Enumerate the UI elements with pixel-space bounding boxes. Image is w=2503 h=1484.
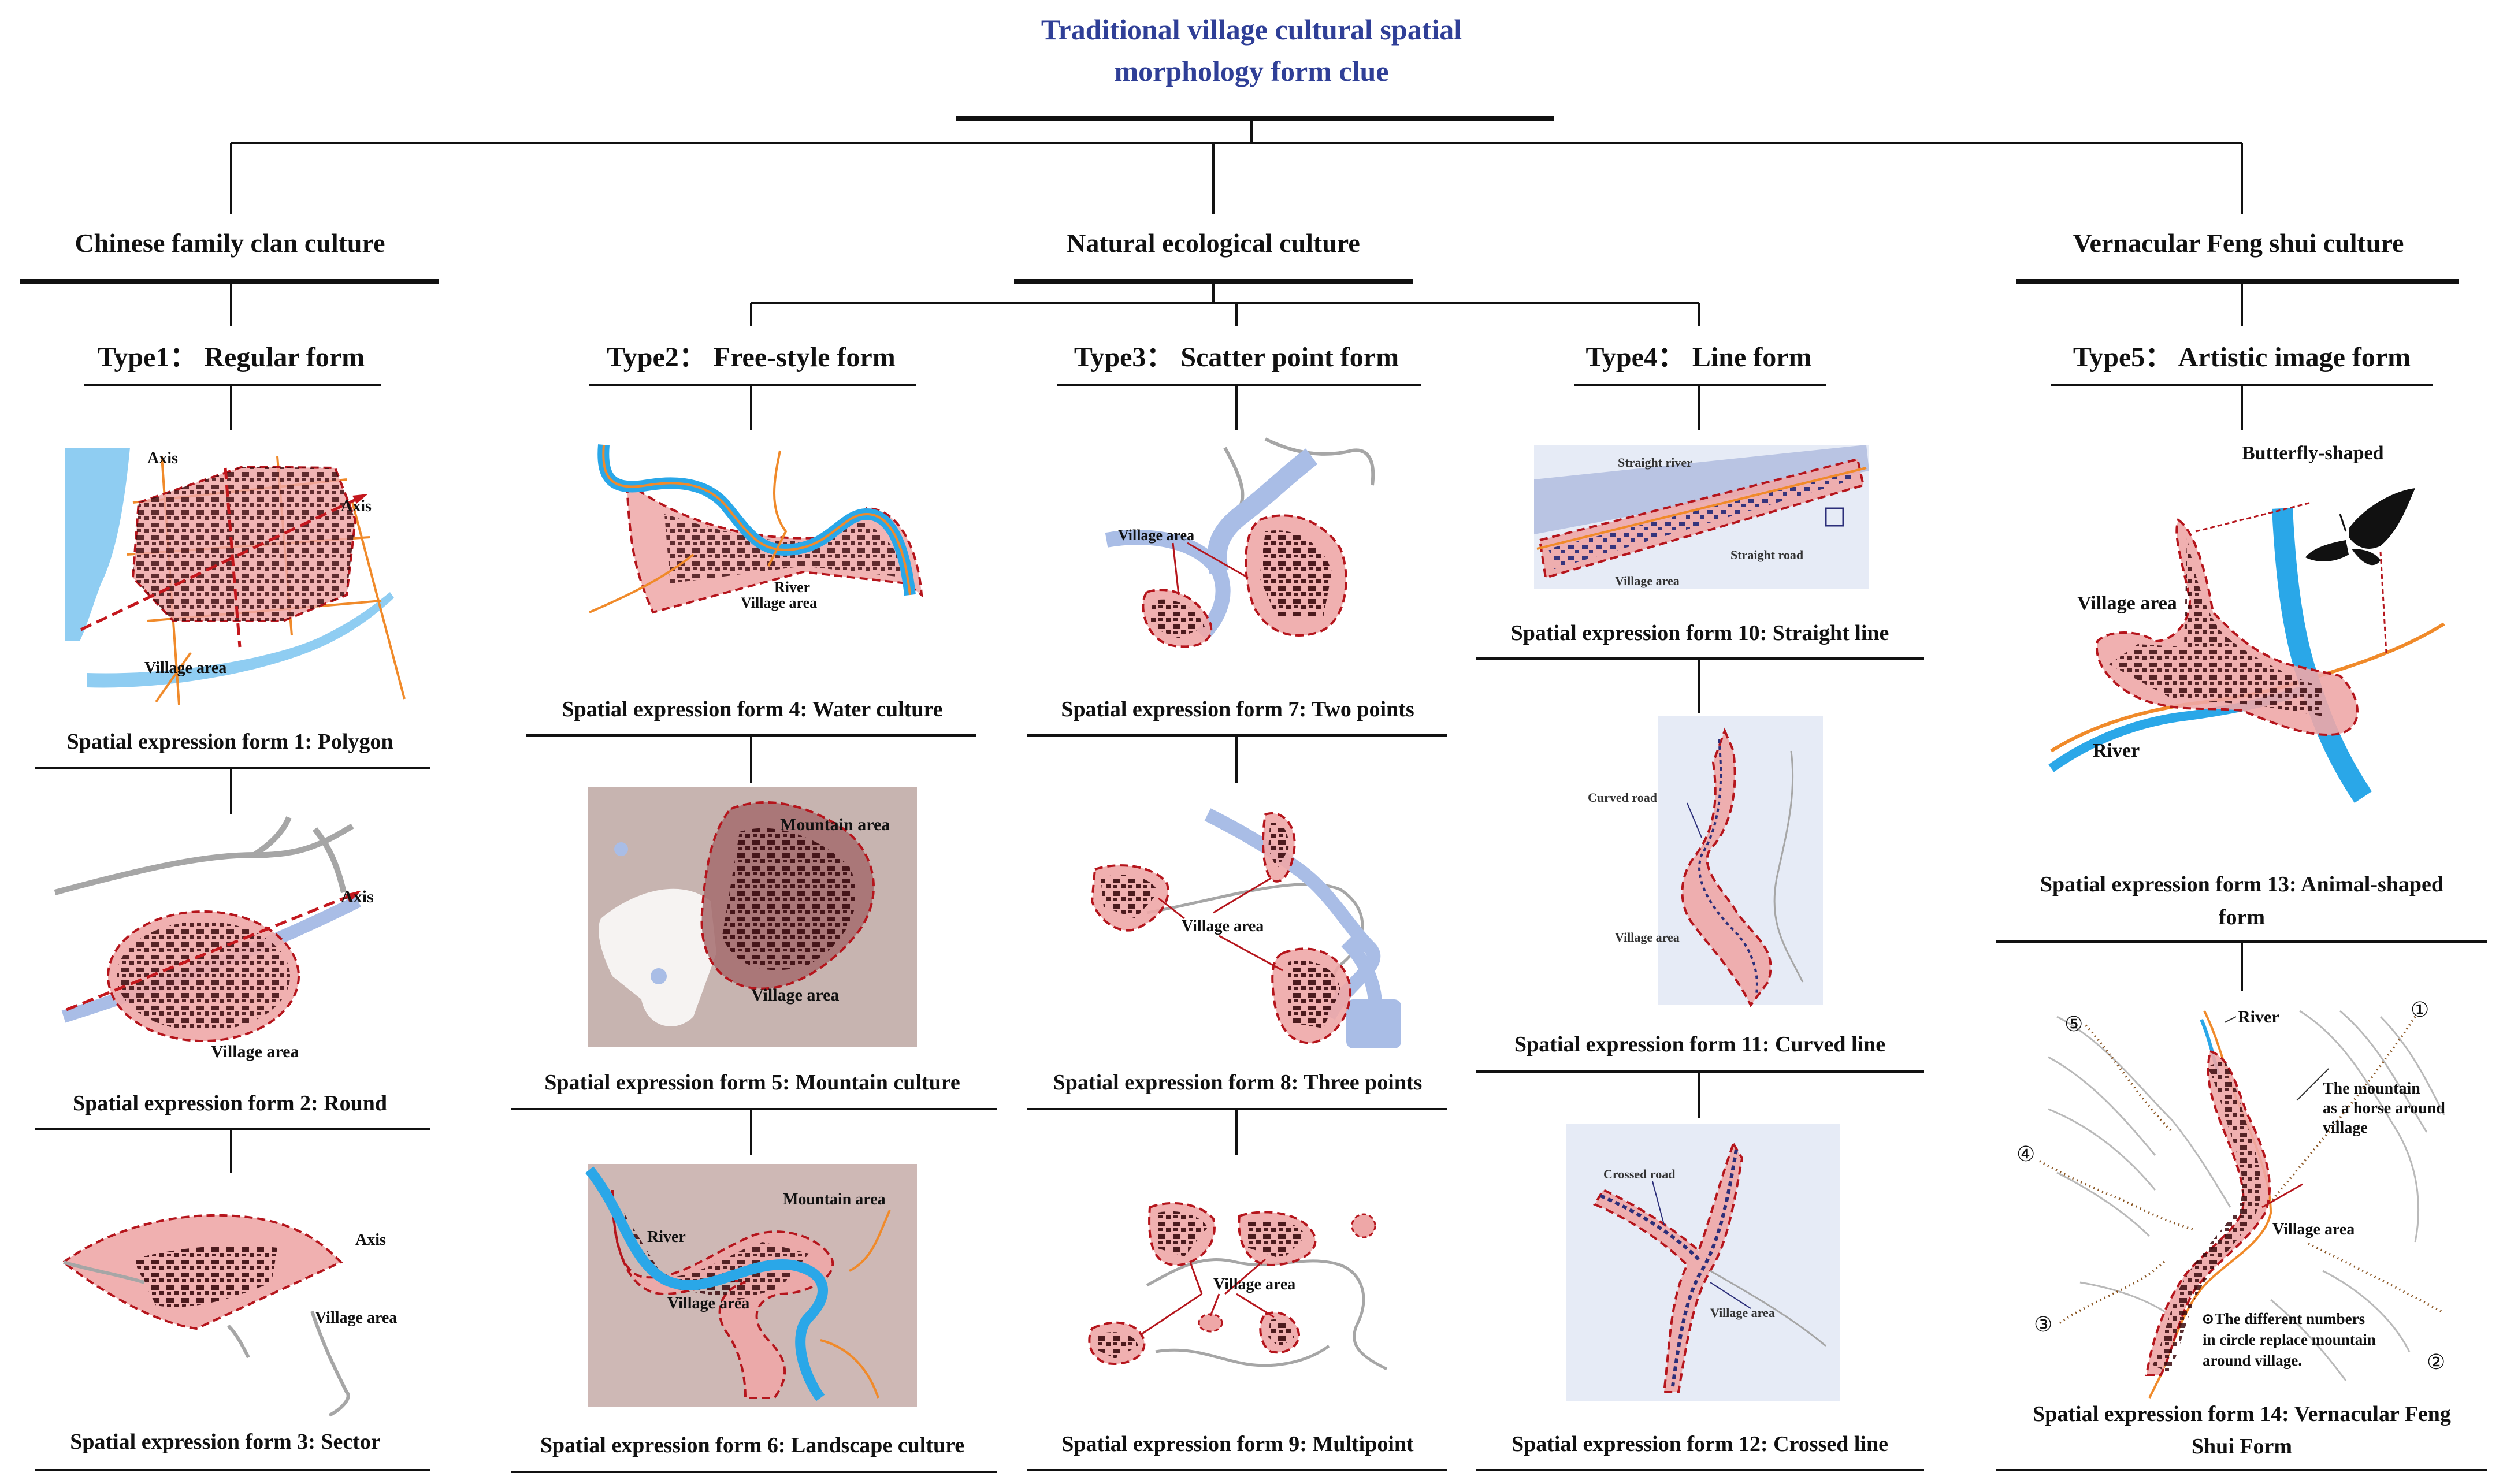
form-2-round-map: Axis Village area bbox=[54, 816, 374, 1061]
caption-form-6: Spatial expression form 6: Landscape cul… bbox=[540, 1433, 964, 1457]
form-13-label-river: River bbox=[2093, 740, 2140, 761]
form-10-label-straight-river: Straight river bbox=[1618, 455, 1692, 470]
caption-form-8: Spatial expression form 8: Three points bbox=[1053, 1070, 1423, 1095]
form-14-note-2: in circle replace mountain bbox=[2203, 1331, 2376, 1348]
form-12-crossed-line-map: Crossed road Village area bbox=[1566, 1124, 1840, 1401]
form-6-landscape-culture-map: Mountain area River Village area bbox=[585, 1164, 917, 1407]
caption-form-7: Spatial expression form 7: Two points bbox=[1061, 697, 1414, 721]
form-4-water-culture-map: River Village area bbox=[589, 444, 923, 614]
form-14-number-4: ④ bbox=[2016, 1143, 2035, 1166]
caption-form-12: Spatial expression form 12: Crossed line bbox=[1512, 1432, 1888, 1456]
form-14-note-3: around village. bbox=[2203, 1352, 2302, 1369]
diagram-title: Traditional village cultural spatial mor… bbox=[1041, 13, 1462, 87]
type-label-2: Type2： Free-style form bbox=[607, 342, 895, 373]
form-13-label-butterfly: Butterfly-shaped bbox=[2242, 442, 2384, 464]
form-7-two-points-map: Village area bbox=[1105, 437, 1375, 648]
caption-form-14-line-1: Spatial expression form 14: Vernacular F… bbox=[2033, 1402, 2451, 1426]
caption-form-5: Spatial expression form 5: Mountain cult… bbox=[544, 1070, 960, 1095]
form-10-label-straight-road: Straight road bbox=[1730, 548, 1803, 562]
form-4-label-village: Village area bbox=[741, 594, 817, 611]
form-2-label-village: Village area bbox=[211, 1042, 299, 1061]
title-line-2: morphology form clue bbox=[1115, 55, 1389, 87]
title-line-1: Traditional village cultural spatial bbox=[1041, 13, 1462, 46]
caption-form-2: Spatial expression form 2: Round bbox=[73, 1091, 387, 1115]
caption-form-14-line-2: Shui Form bbox=[2192, 1434, 2292, 1459]
caption-form-13-line-1: Spatial expression form 13: Animal-shape… bbox=[2040, 872, 2443, 897]
form-3-label-village: Village area bbox=[315, 1309, 397, 1327]
form-5-label-mountain: Mountain area bbox=[780, 815, 890, 834]
form-5-mountain-culture-map: Mountain area Village area bbox=[588, 787, 917, 1047]
form-14-number-1: ① bbox=[2411, 998, 2429, 1021]
culture-label-ecological: Natural ecological culture bbox=[1067, 228, 1360, 258]
form-11-label-village: Village area bbox=[1615, 930, 1680, 944]
form-14-label-mountain-1: The mountain bbox=[2323, 1080, 2420, 1098]
caption-form-13-line-2: form bbox=[2219, 905, 2265, 929]
culture-label-fengshui: Vernacular Feng shui culture bbox=[2073, 228, 2404, 258]
form-12-label-village: Village area bbox=[1710, 1306, 1775, 1320]
form-8-label-village: Village area bbox=[1182, 917, 1264, 935]
form-11-label-curved-road: Curved road bbox=[1588, 790, 1657, 805]
type-label-4: Type4： Line form bbox=[1585, 342, 1811, 373]
form-14-number-5: ⑤ bbox=[2064, 1013, 2083, 1036]
form-2-label-axis: Axis bbox=[341, 887, 374, 906]
butterfly-icon bbox=[2305, 488, 2415, 566]
caption-form-9: Spatial expression form 9: Multipoint bbox=[1061, 1432, 1414, 1456]
form-4-label-river: River bbox=[774, 579, 810, 596]
form-12-label-crossed-road: Crossed road bbox=[1603, 1167, 1675, 1181]
form-13-label-village: Village area bbox=[2077, 593, 2177, 614]
form-9-label-village: Village area bbox=[1213, 1275, 1295, 1293]
type-label-1: Type1： Regular form bbox=[98, 342, 365, 373]
caption-form-10: Spatial expression form 10: Straight lin… bbox=[1511, 621, 1889, 645]
form-14-label-village: Village area bbox=[2272, 1221, 2355, 1238]
tree-connectors bbox=[20, 116, 2487, 1473]
form-6-label-mountain: Mountain area bbox=[783, 1191, 886, 1208]
form-3-sector-map: Axis Village area bbox=[61, 1214, 397, 1417]
form-14-number-2: ② bbox=[2427, 1351, 2445, 1374]
form-14-label-mountain-3: village bbox=[2323, 1119, 2368, 1137]
caption-form-4: Spatial expression form 4: Water culture bbox=[562, 697, 943, 721]
form-14-feng-shui-map: River The mountain as a horse around vil… bbox=[2016, 998, 2445, 1399]
caption-form-3: Spatial expression form 3: Sector bbox=[70, 1430, 381, 1454]
form-11-curved-line-map: Curved road Village area bbox=[1588, 716, 1823, 1007]
form-13-animal-shaped-map: Butterfly-shaped Village area River bbox=[2048, 442, 2445, 803]
caption-form-1: Spatial expression form 1: Polygon bbox=[66, 730, 393, 754]
form-6-label-village: Village area bbox=[667, 1295, 749, 1312]
type-label-5: Type5： Artistic image form bbox=[2073, 342, 2411, 373]
form-14-note-1: ⊙The different numbers bbox=[2201, 1310, 2365, 1327]
culture-label-clan: Chinese family clan culture bbox=[75, 228, 385, 258]
form-6-label-river: River bbox=[647, 1228, 686, 1246]
culture-labels: Chinese family clan culture Natural ecol… bbox=[75, 228, 2404, 258]
form-10-straight-line-map: Straight river Straight road Village are… bbox=[1534, 445, 1869, 589]
form-9-multipoint-map: Village area bbox=[1088, 1202, 1388, 1371]
form-10-label-village: Village area bbox=[1615, 574, 1680, 588]
type-labels: Type1： Regular form Type2： Free-style fo… bbox=[98, 342, 2411, 373]
form-14-number-3: ③ bbox=[2034, 1313, 2052, 1336]
form-1-label-axis-horizontal: Axis bbox=[341, 497, 372, 515]
form-5-label-village: Village area bbox=[751, 985, 839, 1005]
form-1-label-village: Village area bbox=[144, 659, 226, 677]
form-8-three-points-map: Village area bbox=[1090, 808, 1401, 1048]
type-label-3: Type3： Scatter point form bbox=[1074, 342, 1399, 373]
form-1-label-axis-vertical: Axis bbox=[147, 449, 178, 467]
form-14-label-river: River bbox=[2238, 1007, 2279, 1026]
form-captions: Spatial expression form 1: Polygon Spati… bbox=[66, 621, 2450, 1459]
form-7-label-village: Village area bbox=[1118, 527, 1194, 544]
form-14-label-mountain-2: as a horse around bbox=[2323, 1099, 2445, 1117]
form-3-label-axis: Axis bbox=[355, 1231, 386, 1249]
caption-form-11: Spatial expression form 11: Curved line bbox=[1514, 1032, 1885, 1057]
form-1-polygon-map: Axis Axis Village area bbox=[65, 448, 406, 705]
